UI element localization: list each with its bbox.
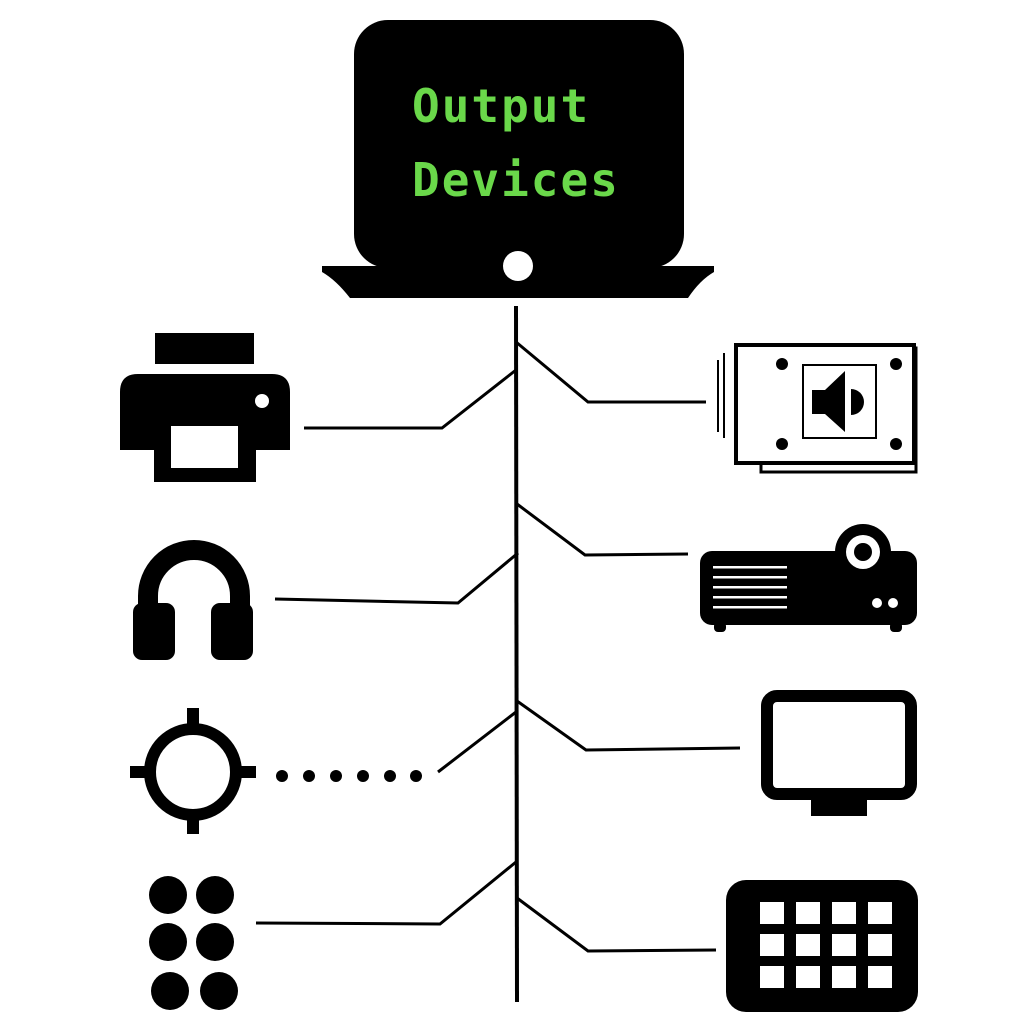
laptop-screen (354, 20, 684, 268)
gps-dotted-connector (276, 770, 422, 782)
monitor-icon (761, 690, 917, 816)
keypad-display-icon (726, 880, 918, 1012)
headphones-icon (133, 540, 253, 660)
branch-right-monitor (516, 699, 741, 752)
branch-left-gps (437, 710, 517, 774)
branch-left-printer (304, 368, 517, 430)
title-line-2: Devices (412, 153, 620, 207)
printer-icon (120, 333, 290, 482)
branch-right-sound-card (515, 340, 706, 404)
laptop-camera-dot (503, 251, 533, 281)
laptop-base (322, 266, 714, 298)
gps-crosshair-icon (130, 708, 256, 834)
braille-dots-icon (149, 876, 238, 1010)
branch-right-keypad (516, 896, 717, 953)
branch-left-headphones (274, 551, 519, 605)
branch-left-braille (255, 860, 517, 926)
speaker-icon (812, 371, 864, 432)
trunk-line (514, 305, 519, 1003)
projector-icon (700, 524, 917, 632)
branch-right-projector (516, 502, 689, 557)
title-line-1: Output (412, 79, 590, 133)
laptop-icon: Output Devices (322, 20, 714, 298)
sound-card-icon (717, 343, 918, 474)
